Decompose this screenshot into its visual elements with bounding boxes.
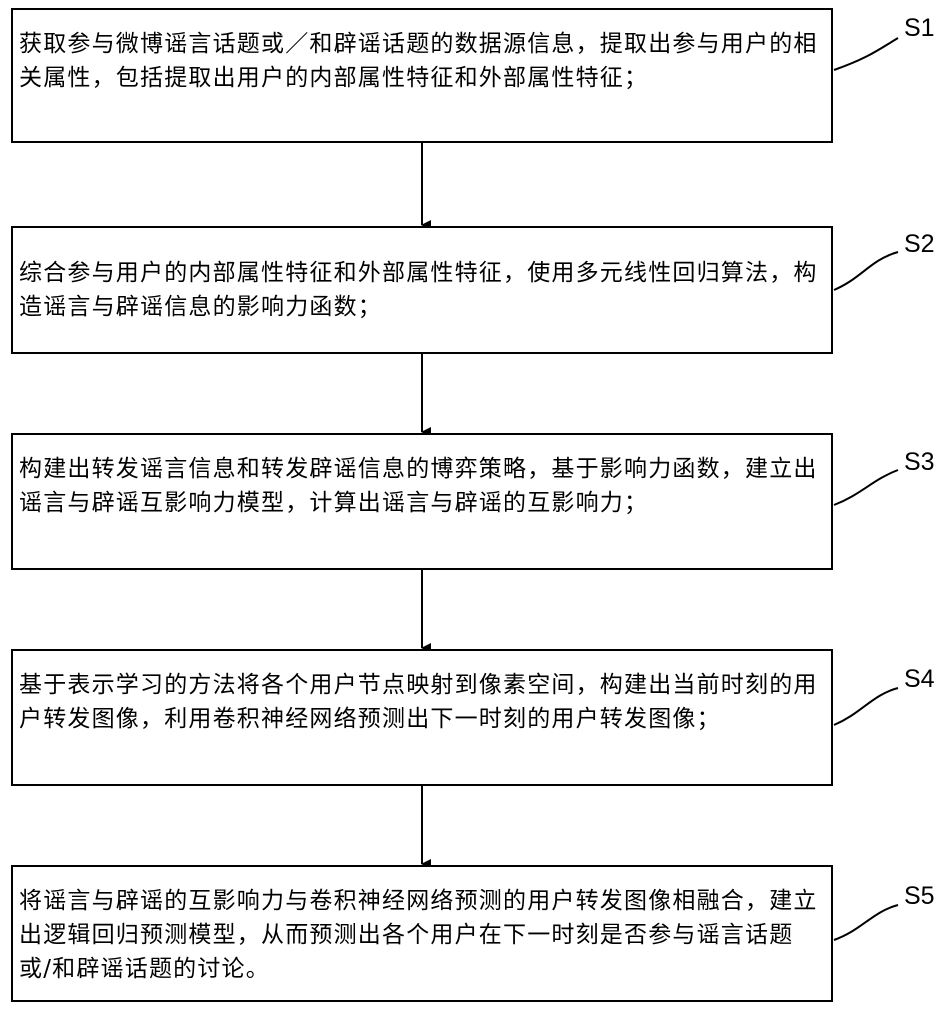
leader-s1 (834, 38, 898, 70)
step-label-s5: S5 (904, 882, 935, 910)
leader-s4 (834, 688, 898, 725)
step-box-s4: 基于表示学习的方法将各个用户节点映射到像素空间，构建出当前时刻的用户转发图像，利… (11, 649, 833, 786)
step-text-s1: 获取参与微博谣言话题或／和辟谣话题的数据源信息，提取出参与用户的相关属性，包括提… (19, 27, 825, 95)
step-text-s2: 综合参与用户的内部属性特征和外部属性特征，使用多元线性回归算法，构造谣言与辟谣信… (19, 256, 825, 324)
step-text-s4: 基于表示学习的方法将各个用户节点映射到像素空间，构建出当前时刻的用户转发图像，利… (19, 668, 825, 736)
step-label-s2: S2 (904, 230, 935, 258)
leader-s3 (834, 470, 898, 505)
step-box-s1: 获取参与微博谣言话题或／和辟谣话题的数据源信息，提取出参与用户的相关属性，包括提… (11, 8, 833, 143)
step-text-s3: 构建出转发谣言信息和转发辟谣信息的博弈策略，基于影响力函数，建立出谣言与辟谣互影… (19, 452, 825, 520)
step-box-s5: 将谣言与辟谣的互影响力与卷积神经网络预测的用户转发图像相融合，建立出逻辑回归预测… (11, 865, 833, 1002)
step-label-s1: S1 (904, 14, 935, 42)
leader-s5 (834, 905, 898, 940)
step-label-s3: S3 (904, 448, 935, 476)
leader-s2 (834, 252, 898, 290)
step-box-s3: 构建出转发谣言信息和转发辟谣信息的博弈策略，基于影响力函数，建立出谣言与辟谣互影… (11, 433, 833, 570)
step-label-s4: S4 (904, 665, 935, 693)
step-box-s2: 综合参与用户的内部属性特征和外部属性特征，使用多元线性回归算法，构造谣言与辟谣信… (11, 226, 833, 354)
step-text-s5: 将谣言与辟谣的互影响力与卷积神经网络预测的用户转发图像相融合，建立出逻辑回归预测… (19, 884, 825, 986)
